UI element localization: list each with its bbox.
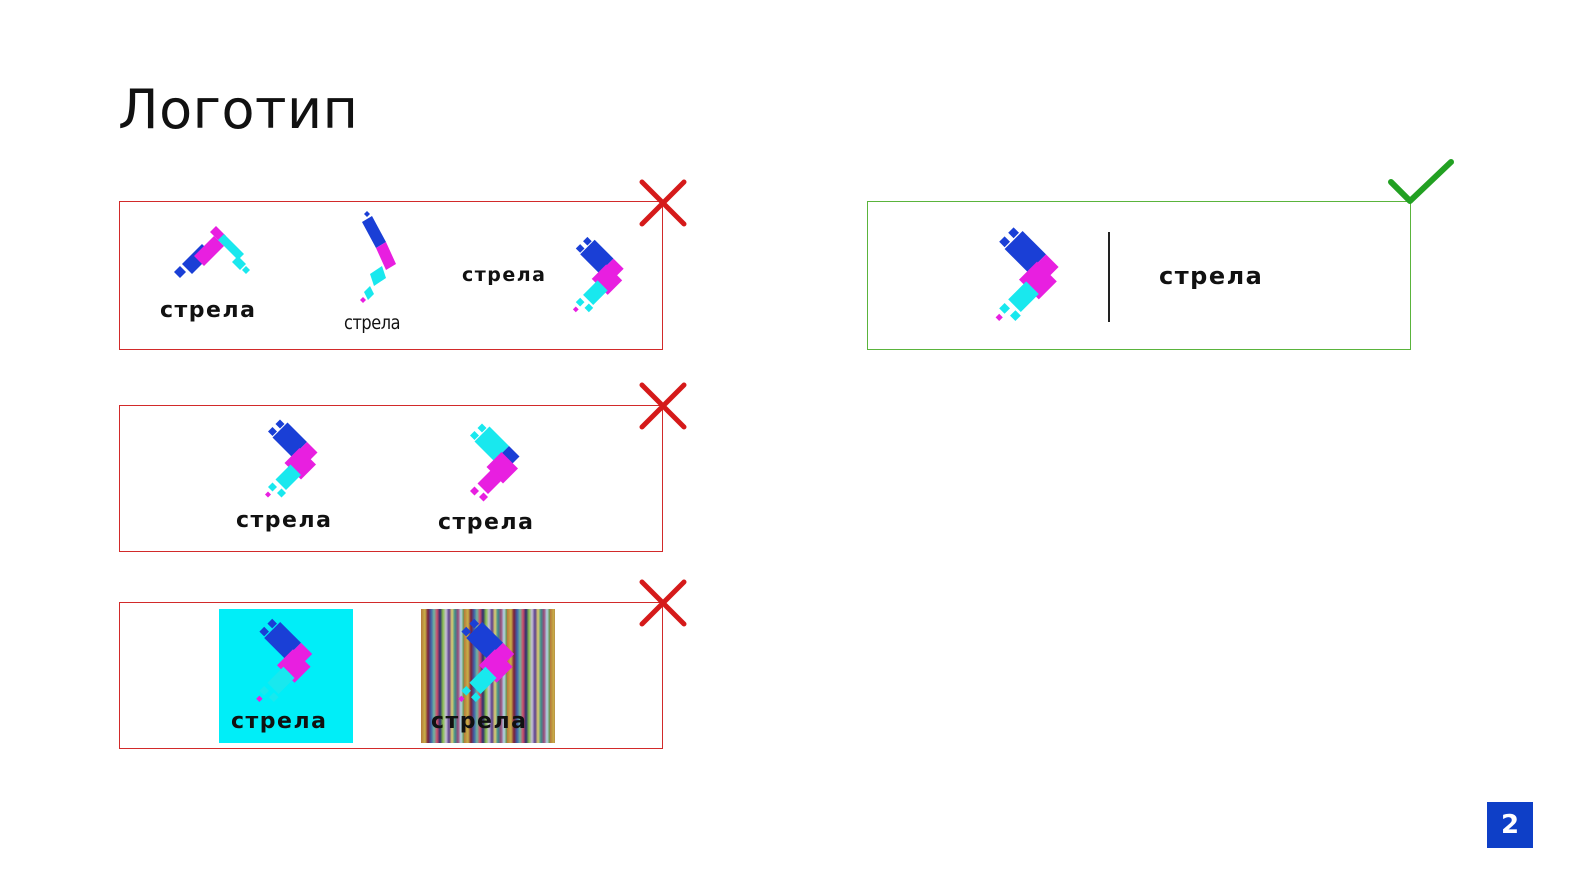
wordmark: стрела <box>236 508 333 533</box>
wordmark: стрела <box>1159 262 1264 290</box>
incorrect-example-box-1: стрела стрела стрела <box>119 201 663 350</box>
logo-squeezed <box>360 211 396 303</box>
wordmark: стрела <box>462 264 547 286</box>
logo-on-cyan-background: стрела <box>219 609 353 743</box>
cross-icon <box>639 579 687 627</box>
slide-title: Логотип <box>118 78 359 141</box>
wordmark: стрела <box>231 709 328 734</box>
correct-example-box: стрела <box>867 201 1411 350</box>
logo-mark <box>572 236 624 313</box>
logo-mark-wrong-colors <box>470 423 520 502</box>
logo-on-striped-background: стрела <box>421 609 555 743</box>
wordmark: стрела <box>344 312 401 334</box>
incorrect-example-box-3: стрела стрела <box>119 602 663 749</box>
wordmark: стрела <box>160 298 257 323</box>
cross-icon <box>639 382 687 430</box>
logo-mark <box>458 618 515 702</box>
wordmark: стрела <box>431 709 528 734</box>
incorrect-example-box-2: стрела стрела <box>119 405 663 552</box>
logo-rotated-up <box>174 226 250 278</box>
logo-mark <box>995 227 1059 321</box>
logo-mark <box>265 419 318 498</box>
cross-icon <box>639 179 687 227</box>
logo-divider <box>1108 232 1110 322</box>
checkmark-icon <box>1388 159 1454 204</box>
wordmark: стрела <box>438 510 535 535</box>
logo-mark <box>256 618 313 702</box>
page-number-badge: 2 <box>1487 802 1533 848</box>
